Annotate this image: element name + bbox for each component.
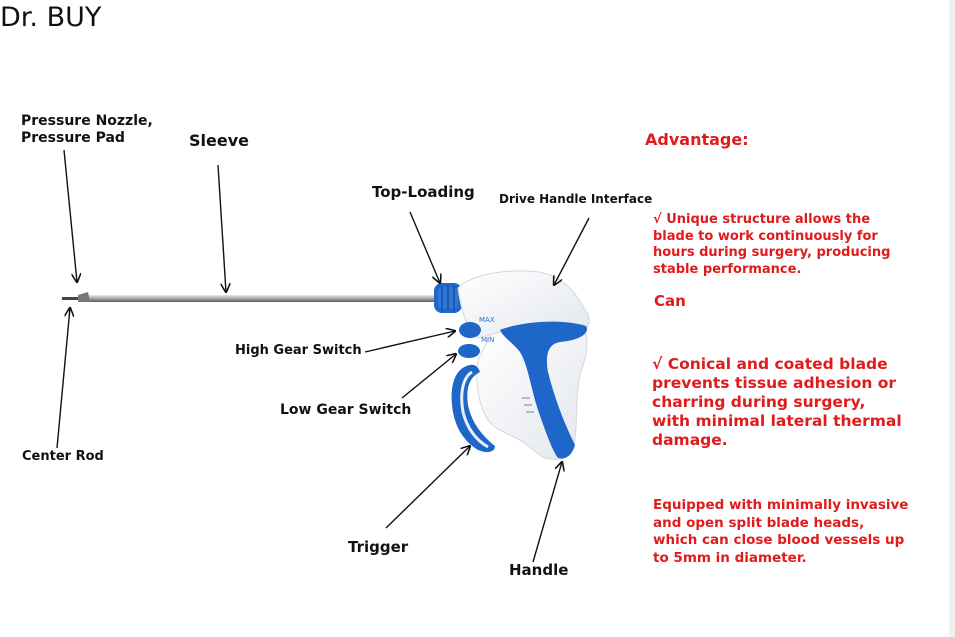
arrow-trigger — [385, 446, 470, 529]
pressure-pad-tip — [78, 292, 90, 302]
center-rod-tip — [62, 297, 80, 300]
label-trigger: Trigger — [348, 538, 409, 556]
sleeve-shaft — [78, 295, 440, 302]
arrow-sleeve — [217, 164, 226, 292]
label-pressure-nozzle: Pressure Nozzle, Pressure Pad — [21, 113, 153, 146]
arrow-pressure-nozzle — [63, 149, 77, 282]
arrow-center-rod — [56, 308, 70, 449]
advantage-point-2: √ Conical and coated blade prevents tiss… — [652, 355, 902, 449]
brand-title: Dr. BUY — [0, 2, 102, 33]
min-label: MIN — [481, 336, 494, 344]
low-gear-button — [458, 344, 480, 358]
advantage-point-3: Equipped with minimally invasive and ope… — [653, 497, 909, 566]
label-top-loading: Top-Loading — [372, 183, 475, 201]
advantage-point-1: √ Unique structure allows the blade to w… — [653, 212, 891, 277]
label-center-rod: Center Rod — [22, 449, 104, 464]
arrow-high-gear — [364, 331, 455, 353]
arrow-drive-handle — [554, 217, 590, 285]
high-gear-button — [459, 322, 481, 338]
label-low-gear-switch: Low Gear Switch — [280, 402, 412, 418]
label-sleeve: Sleeve — [189, 131, 249, 150]
label-high-gear-switch: High Gear Switch — [235, 343, 362, 358]
advantage-can: Can — [654, 292, 686, 310]
label-drive-handle-interface: Drive Handle Interface — [499, 192, 653, 206]
blue-grip — [500, 321, 587, 459]
arrow-top-loading — [409, 211, 440, 283]
advantage-heading: Advantage: — [645, 130, 749, 149]
arrow-low-gear — [401, 354, 456, 399]
arrow-handle — [532, 462, 562, 563]
page-edge — [949, 0, 955, 637]
max-label: MAX — [479, 316, 495, 324]
label-handle: Handle — [509, 561, 569, 579]
